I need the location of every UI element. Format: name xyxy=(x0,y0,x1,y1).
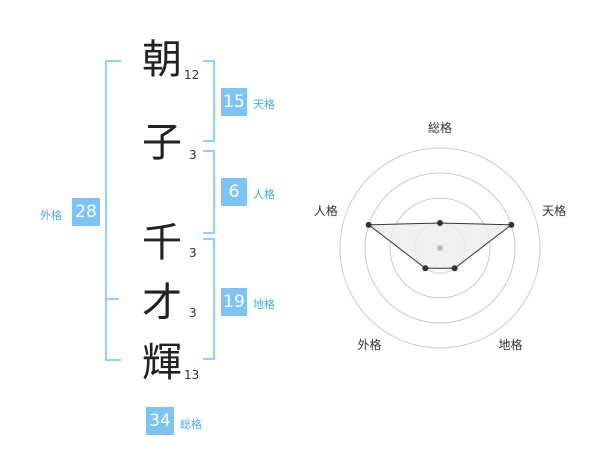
jinkaku-bracket xyxy=(203,150,215,234)
radar-ring-3 xyxy=(364,172,516,324)
gaikaku-label: 外格 xyxy=(40,209,62,222)
name-char-3: 千 xyxy=(142,220,182,266)
stroke-count-5: 13 xyxy=(184,368,200,382)
chikaku-label: 地格 xyxy=(253,298,275,311)
radar-point-3 xyxy=(451,265,458,272)
radar-ring-2 xyxy=(389,197,491,299)
tenkaku-bracket xyxy=(203,60,215,142)
stroke-count-3: 3 xyxy=(189,246,197,260)
radar-ring-4 xyxy=(339,147,541,349)
radar-point-4 xyxy=(422,265,429,272)
tenkaku-label: 天格 xyxy=(253,98,275,111)
gaikaku-bracket-divider xyxy=(105,298,119,300)
stroke-count-2: 3 xyxy=(189,148,197,162)
stroke-count-1: 12 xyxy=(184,68,200,82)
radar-axis-label-1: 総格 xyxy=(428,120,452,135)
soukaku-value: 34 xyxy=(146,407,174,435)
name-char-4: 才 xyxy=(142,280,182,326)
radar-point-2 xyxy=(508,221,515,228)
radar-point-1 xyxy=(437,220,443,226)
gaikaku-bracket xyxy=(105,60,121,361)
radar-axis-label-5: 人格 xyxy=(314,203,338,218)
chikaku-value: 19 xyxy=(221,288,247,316)
jinkaku-label: 人格 xyxy=(253,188,275,201)
chikaku-bracket xyxy=(203,238,215,360)
radar-axis-label-3: 地格 xyxy=(499,337,523,352)
radar-axis-label-4: 外格 xyxy=(357,337,381,352)
radar-center xyxy=(437,245,443,251)
jinkaku-value: 6 xyxy=(221,178,247,206)
name-char-1: 朝 xyxy=(142,37,182,83)
soukaku-label: 総格 xyxy=(180,418,202,431)
radar-axis-label-2: 天格 xyxy=(542,203,566,218)
gaikaku-value: 28 xyxy=(72,198,100,226)
stroke-count-4: 3 xyxy=(189,306,197,320)
tenkaku-value: 15 xyxy=(221,88,247,116)
name-char-5: 輝 xyxy=(142,340,182,386)
name-char-2: 子 xyxy=(142,120,182,166)
radar-point-5 xyxy=(365,221,372,228)
